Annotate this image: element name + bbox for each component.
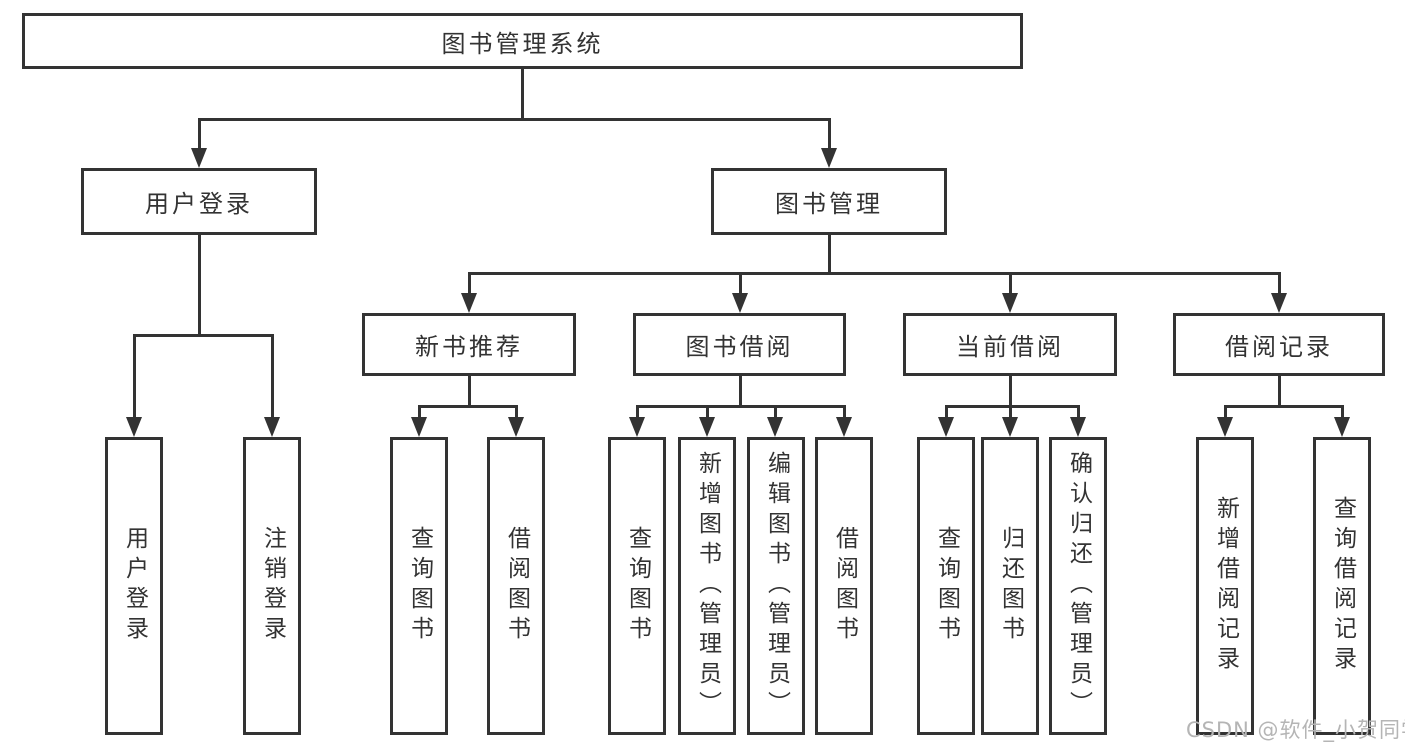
leaf-query-book-a: 查询图书 bbox=[390, 437, 448, 735]
connector-bar bbox=[467, 271, 1281, 275]
leaf-borrow-book-b: 借阅图书 bbox=[815, 437, 873, 735]
connector-arrow-line bbox=[1008, 273, 1012, 295]
leaf-user-login: 用户登录 bbox=[105, 437, 163, 735]
arrowhead-down-icon bbox=[126, 417, 142, 437]
connector-stem bbox=[738, 376, 742, 406]
connector-arrow-line bbox=[197, 119, 201, 150]
connector-arrow-line bbox=[842, 406, 846, 419]
connector-stem bbox=[1008, 376, 1012, 406]
connector-arrow-line bbox=[417, 406, 421, 419]
connector-bar bbox=[417, 404, 518, 408]
leaf-add-book: 新增图书（管理员） bbox=[678, 437, 736, 735]
connector-stem bbox=[1277, 376, 1281, 406]
module-new-book: 新书推荐 bbox=[362, 313, 576, 376]
arrowhead-down-icon bbox=[191, 148, 207, 168]
connector-arrow-line bbox=[132, 335, 136, 419]
module-borrow-records: 借阅记录 bbox=[1173, 313, 1385, 376]
leaf-query-book-b: 查询图书 bbox=[608, 437, 666, 735]
root-system: 图书管理系统 bbox=[22, 13, 1023, 69]
connector-arrow-line bbox=[1223, 406, 1227, 419]
leaf-borrow-book-a: 借阅图书 bbox=[487, 437, 545, 735]
arrowhead-down-icon bbox=[732, 293, 748, 313]
leaf-query-borrow-record: 查询借阅记录 bbox=[1313, 437, 1371, 735]
arrowhead-down-icon bbox=[699, 417, 715, 437]
branch-user-login: 用户登录 bbox=[81, 168, 317, 235]
arrowhead-down-icon bbox=[1070, 417, 1086, 437]
connector-arrow-line bbox=[1340, 406, 1344, 419]
connector-arrow-line bbox=[773, 406, 777, 419]
connector-bar bbox=[197, 117, 831, 121]
leaf-return-book: 归还图书 bbox=[981, 437, 1039, 735]
connector-stem bbox=[197, 235, 201, 335]
connector-stem bbox=[520, 69, 524, 119]
arrowhead-down-icon bbox=[1217, 417, 1233, 437]
arrowhead-down-icon bbox=[411, 417, 427, 437]
connector-arrow-line bbox=[705, 406, 709, 419]
arrowhead-down-icon bbox=[1334, 417, 1350, 437]
arrowhead-down-icon bbox=[1002, 293, 1018, 313]
arrowhead-down-icon bbox=[508, 417, 524, 437]
connector-arrow-line bbox=[514, 406, 518, 419]
arrowhead-down-icon bbox=[1271, 293, 1287, 313]
connector-arrow-line bbox=[944, 406, 948, 419]
connector-arrow-line bbox=[827, 119, 831, 150]
module-book-borrow: 图书借阅 bbox=[633, 313, 846, 376]
arrowhead-down-icon bbox=[938, 417, 954, 437]
csdn-watermark: CSDN @软件_小贺同学 bbox=[1186, 718, 1405, 742]
connector-arrow-line bbox=[1008, 406, 1012, 419]
connector-bar bbox=[132, 333, 274, 337]
connector-bar bbox=[944, 404, 1080, 408]
arrowhead-down-icon bbox=[1002, 417, 1018, 437]
arrowhead-down-icon bbox=[821, 148, 837, 168]
leaf-confirm-return: 确认归还（管理员） bbox=[1049, 437, 1107, 735]
connector-arrow-line bbox=[1076, 406, 1080, 419]
arrowhead-down-icon bbox=[264, 417, 280, 437]
leaf-query-book-c: 查询图书 bbox=[917, 437, 975, 735]
connector-arrow-line bbox=[635, 406, 639, 419]
connector-arrow-line bbox=[270, 335, 274, 419]
connector-arrow-line bbox=[1277, 273, 1281, 295]
connector-stem bbox=[827, 233, 831, 273]
connector-arrow-line bbox=[738, 273, 742, 295]
connector-bar bbox=[1223, 404, 1344, 408]
leaf-logout: 注销登录 bbox=[243, 437, 301, 735]
arrowhead-down-icon bbox=[767, 417, 783, 437]
connector-arrow-line bbox=[467, 273, 471, 295]
module-current-borrow: 当前借阅 bbox=[903, 313, 1117, 376]
connector-stem bbox=[467, 376, 471, 406]
arrowhead-down-icon bbox=[461, 293, 477, 313]
branch-book-management: 图书管理 bbox=[711, 168, 947, 235]
arrowhead-down-icon bbox=[836, 417, 852, 437]
arrowhead-down-icon bbox=[629, 417, 645, 437]
leaf-edit-book: 编辑图书（管理员） bbox=[747, 437, 805, 735]
leaf-add-borrow-record: 新增借阅记录 bbox=[1196, 437, 1254, 735]
connector-bar bbox=[635, 404, 846, 408]
